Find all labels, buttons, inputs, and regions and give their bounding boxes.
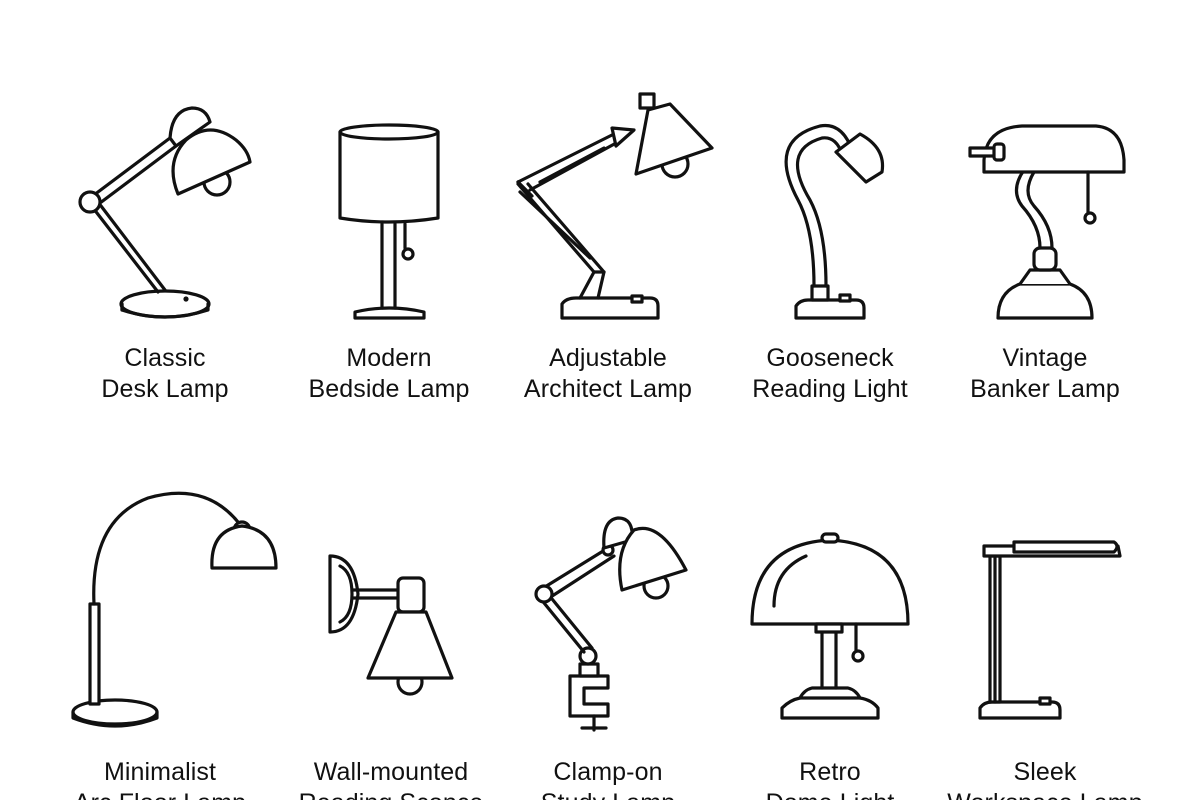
- lamp-label-retro-dome: Retro Dome Light: [714, 757, 946, 800]
- label-line-1: Retro: [799, 758, 861, 786]
- label-line-2: Arc Floor Lamp: [44, 788, 276, 800]
- label-line-1: Clamp-on: [553, 758, 663, 786]
- architect-lamp-icon: [516, 92, 714, 320]
- label-line-2: Bedside Lamp: [308, 375, 470, 403]
- label-line-2: Reading Sconce: [275, 788, 507, 800]
- classic-desk-lamp-icon: [78, 106, 252, 319]
- gooseneck-light-icon: [784, 123, 885, 320]
- lamp-label-wall-mounted-sconce: Wall-mounted Reading Sconce: [275, 757, 507, 800]
- label-line-1: Sleek: [1013, 758, 1077, 786]
- label-line-1: Classic: [124, 344, 206, 372]
- lamp-label-gooseneck-reading: Gooseneck Reading Light: [714, 343, 946, 405]
- workspace-lamp-icon: [978, 540, 1122, 720]
- wall-sconce-icon: [328, 554, 454, 696]
- label-line-2: Desk Lamp: [101, 375, 229, 403]
- banker-lamp-icon: [968, 124, 1126, 320]
- label-line-1: Modern: [346, 344, 432, 372]
- lamp-label-clamp-on-study: Clamp-on Study Lamp: [492, 757, 724, 800]
- label-line-1: Gooseneck: [766, 344, 894, 372]
- label-line-2: Study Lamp: [492, 788, 724, 800]
- dome-light-icon: [750, 532, 910, 720]
- label-line-1: Wall-mounted: [313, 758, 469, 786]
- label-line-2: Dome Light: [714, 788, 946, 800]
- lamp-label-vintage-banker: Vintage Banker Lamp: [929, 343, 1161, 405]
- arc-floor-lamp-icon: [71, 491, 278, 728]
- label-line-2: Workspace Lamp: [929, 788, 1161, 800]
- label-line-2: Banker Lamp: [970, 375, 1120, 403]
- lamp-label-classic-desk: Classic Desk Lamp: [49, 343, 281, 405]
- label-line-2: Reading Light: [752, 375, 908, 403]
- modern-bedside-lamp-icon: [338, 123, 440, 320]
- lamp-label-sleek-workspace: Sleek Workspace Lamp: [929, 757, 1161, 800]
- label-line-1: Vintage: [1002, 344, 1088, 372]
- label-line-1: Minimalist: [103, 758, 217, 786]
- lamp-label-minimalist-arc: Minimalist Arc Floor Lamp: [44, 757, 276, 800]
- clamp-lamp-icon: [534, 516, 688, 732]
- label-line-2: Architect Lamp: [523, 375, 693, 403]
- lamp-label-modern-bedside: Modern Bedside Lamp: [273, 343, 505, 405]
- label-line-1: Adjustable: [549, 344, 667, 372]
- lamp-label-adjustable-architect: Adjustable Architect Lamp: [492, 343, 724, 405]
